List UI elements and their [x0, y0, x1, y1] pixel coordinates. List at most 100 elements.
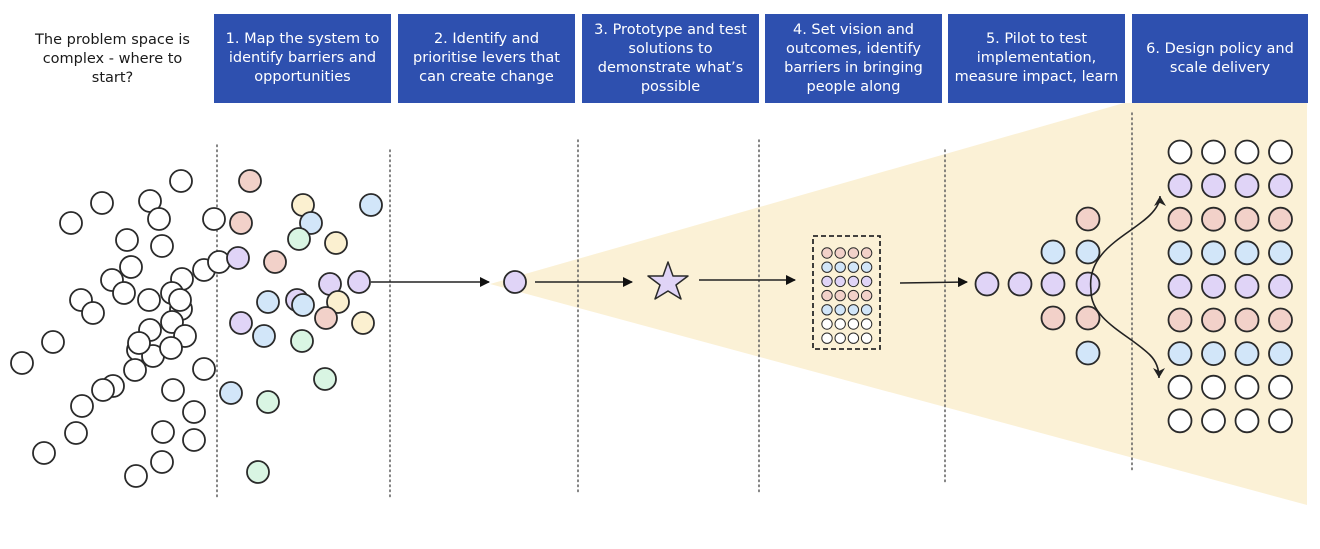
mapped-circle-green: [290, 329, 314, 353]
problem-circle: [151, 420, 175, 444]
vision-dot-pink: [821, 247, 833, 259]
mapped-circle-purple: [347, 270, 371, 294]
scaled-circle-purple: [1268, 273, 1293, 299]
scaled-circle-blue: [1201, 240, 1226, 266]
problem-circle: [182, 428, 206, 452]
stage-dividers: [216, 112, 1133, 501]
mapped-circle-blue: [219, 381, 243, 405]
vision-dot-empty: [834, 318, 846, 330]
scaled-circle-empty: [1201, 139, 1226, 165]
problem-circle: [90, 191, 114, 215]
problem-circle: [119, 255, 143, 279]
pilot-circle-purple: [1007, 271, 1033, 297]
mapped-circle-blue: [299, 211, 323, 235]
problem-circle: [81, 301, 105, 325]
problem-circle: [168, 288, 192, 312]
scaled-circle-purple: [1234, 173, 1260, 199]
scaled-circle-empty: [1234, 408, 1260, 434]
scaled-circle-empty: [1167, 408, 1193, 434]
vision-dot-pink: [847, 247, 860, 259]
arrow-to-pilot: [899, 277, 968, 288]
pilot-circle-pink: [1075, 206, 1101, 232]
problem-circle: [41, 330, 65, 354]
problem-circle: [192, 357, 216, 381]
mapped-circle-yellow: [324, 231, 348, 255]
selected-lever-circle: [503, 270, 527, 294]
scaled-circle-empty: [1201, 374, 1226, 400]
problem-space-circles: [10, 169, 231, 488]
vision-dot-blue: [847, 261, 860, 273]
scaled-circle-pink: [1201, 307, 1226, 333]
vision-dot-pink: [860, 247, 873, 259]
vision-dot-pink: [847, 289, 860, 302]
scaled-circle-pink: [1201, 206, 1226, 232]
scaled-circle-empty: [1268, 374, 1293, 400]
problem-circle: [124, 464, 148, 488]
problem-circle: [169, 169, 193, 193]
pilot-circle-purple: [1075, 271, 1101, 297]
mapped-circle-purple: [229, 311, 253, 335]
problem-circle: [150, 234, 174, 258]
problem-circle: [123, 358, 147, 382]
vision-dot-purple: [834, 275, 846, 288]
scaled-circle-purple: [1201, 173, 1226, 199]
scaled-circle-empty: [1167, 139, 1193, 165]
vision-dot-pink: [834, 247, 846, 259]
vision-dot-empty: [860, 332, 873, 344]
pilot-formation: [974, 206, 1101, 366]
scaled-circle-pink: [1167, 206, 1193, 232]
vision-dot-blue: [860, 261, 873, 273]
vision-grid-frame: [812, 235, 881, 350]
scaled-circle-blue: [1201, 341, 1226, 367]
stage-1-header: 1. Map the system to identify barriers a…: [214, 14, 391, 103]
scaled-circle-purple: [1167, 173, 1193, 199]
pilot-circle-blue: [1040, 239, 1066, 265]
problem-circle: [32, 441, 56, 465]
mapped-circle-pink: [238, 169, 262, 193]
mapped-circle-pink: [263, 250, 287, 274]
vision-dot-blue: [834, 304, 846, 316]
stage-2-header: 2. Identify and prioritise levers that c…: [398, 14, 575, 103]
vision-dot-blue: [821, 304, 833, 316]
pilot-circle-blue: [1075, 340, 1101, 366]
vision-dot-pink: [860, 289, 873, 302]
problem-circle: [112, 281, 136, 305]
scaled-circle-purple: [1234, 273, 1260, 299]
scaled-circle-empty: [1268, 139, 1293, 165]
scaled-circle-empty: [1167, 374, 1193, 400]
problem-circle: [147, 207, 171, 231]
problem-circle: [91, 378, 115, 402]
mapped-circle-green: [287, 227, 311, 251]
vision-dot-empty: [847, 332, 860, 344]
vision-dot-purple: [821, 275, 833, 288]
mapped-circle-blue: [252, 324, 276, 348]
scaled-circle-pink: [1268, 307, 1293, 333]
mapped-system-circles: [219, 169, 383, 484]
scaled-circle-blue: [1268, 341, 1293, 367]
problem-circle: [10, 351, 34, 375]
problem-circle: [182, 400, 206, 424]
intro-question: The problem space is complex - where to …: [35, 32, 190, 86]
vision-dot-blue: [847, 304, 860, 316]
vision-dot-empty: [847, 318, 860, 330]
vision-dot-empty: [821, 332, 833, 344]
scale-down-arrow: [1090, 289, 1165, 379]
scaled-circle-blue: [1234, 240, 1260, 266]
problem-circle: [150, 450, 174, 474]
prototype-star-icon: [647, 261, 689, 300]
vision-grid: [821, 247, 873, 344]
stage-5-header: 5. Pilot to test implementation, measure…: [948, 14, 1125, 103]
problem-circle: [161, 378, 185, 402]
scaled-circle-empty: [1201, 408, 1226, 434]
mapped-circle-pink: [314, 306, 338, 330]
vision-dot-pink: [834, 289, 846, 302]
mapped-circle-green: [313, 367, 337, 391]
mapped-circle-pink: [229, 211, 253, 235]
scaled-circle-purple: [1167, 273, 1193, 299]
problem-circle: [202, 207, 226, 231]
stage-6-header: 6. Design policy and scale delivery: [1132, 14, 1308, 103]
mapped-circle-blue: [256, 290, 280, 314]
mapped-circle-blue: [359, 193, 383, 217]
problem-circle: [127, 331, 151, 355]
